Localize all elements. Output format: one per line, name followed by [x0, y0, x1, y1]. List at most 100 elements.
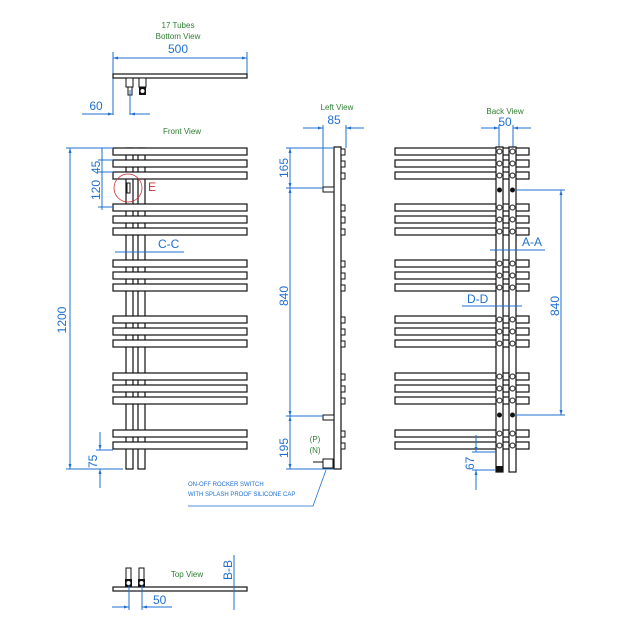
back-pipe-right — [508, 146, 517, 473]
note-line-1: ON-OFF ROCKER SWITCH — [188, 482, 264, 488]
back-hole — [496, 272, 503, 279]
back-tube — [394, 215, 530, 224]
back-hole — [509, 284, 516, 291]
left-tube-end — [340, 340, 346, 348]
back-view-label: Back View — [486, 107, 523, 116]
back-hole — [496, 216, 503, 223]
bottom-valve-hole — [140, 89, 145, 93]
bottom-view: 17 Tubes Bottom View 500 60 — [82, 21, 248, 116]
back-hole — [509, 204, 516, 211]
back-hole — [496, 430, 503, 437]
back-tube — [394, 372, 530, 381]
back-tube — [394, 339, 530, 348]
back-tube — [394, 159, 530, 168]
bottom-bar — [112, 73, 248, 79]
back-hole — [496, 260, 503, 267]
left-tube-end — [340, 373, 346, 381]
back-hole — [496, 373, 503, 380]
switch-icon — [126, 182, 131, 194]
back-hole — [509, 430, 516, 437]
bottom-width-dim: 500 — [168, 42, 188, 56]
back-tube — [394, 441, 530, 450]
front-tube — [112, 203, 248, 212]
back-hole — [509, 260, 516, 267]
note-line-2: WITH SPLASH PROOF SILICONE CAP — [188, 492, 295, 498]
left-tube-end — [340, 272, 346, 280]
back-hole — [496, 148, 503, 155]
back-hole — [496, 228, 503, 235]
left-tube-end — [340, 216, 346, 224]
front-tube — [112, 215, 248, 224]
front-height-dim: 1200 — [55, 306, 69, 333]
front-view: Front View 1200 45 120 E C-C 75 — [55, 127, 248, 488]
left-tube-end — [340, 148, 346, 156]
top-valve-hole — [126, 581, 131, 585]
section-bb-label: B-B — [221, 560, 235, 580]
front-tube — [112, 339, 248, 348]
left-view-label: Left View — [321, 103, 354, 112]
back-bottom-dim: 67 — [463, 456, 477, 470]
front-tube — [112, 429, 248, 438]
front-tube — [112, 396, 248, 405]
left-tube-end — [340, 172, 346, 180]
left-tube-end — [340, 160, 346, 168]
back-hole — [509, 340, 516, 347]
neutral-label: (N) — [309, 446, 320, 455]
back-tube — [394, 259, 530, 268]
back-hole — [496, 204, 503, 211]
front-tube — [112, 327, 248, 336]
switch-box — [322, 458, 334, 469]
back-pipe-cap — [496, 466, 503, 472]
back-hole — [509, 216, 516, 223]
front-gap-dim-45: 45 — [89, 160, 103, 174]
front-tube — [112, 171, 248, 180]
back-tube — [394, 384, 530, 393]
bottom-offset-dim: 60 — [89, 99, 103, 113]
back-hole — [509, 148, 516, 155]
front-tube — [112, 441, 248, 450]
top-valve-hole — [139, 581, 144, 585]
note-leader — [188, 469, 327, 507]
back-hole — [509, 373, 516, 380]
back-hole — [496, 284, 503, 291]
front-pipe-left — [125, 147, 134, 470]
back-hole — [509, 385, 516, 392]
back-hole — [509, 160, 516, 167]
left-tube-end — [340, 442, 346, 450]
back-tube — [394, 203, 530, 212]
front-tube — [112, 147, 248, 156]
back-hole — [496, 397, 503, 404]
front-bottom-dim: 75 — [86, 454, 100, 468]
detail-e-circle — [113, 173, 143, 203]
phase-label: (P) — [310, 435, 321, 444]
bottom-view-label-2: Bottom View — [156, 32, 201, 41]
left-bracket-top — [322, 186, 335, 193]
back-hole — [496, 442, 503, 449]
left-tube-end — [340, 385, 346, 393]
bracket-hole — [510, 187, 515, 193]
back-tube — [394, 147, 530, 156]
back-tube — [394, 227, 530, 236]
left-tube-end — [340, 430, 346, 438]
back-tube — [394, 315, 530, 324]
front-tube — [112, 315, 248, 324]
front-tube — [112, 384, 248, 393]
top-valve — [138, 567, 145, 581]
back-hole — [509, 172, 516, 179]
back-hole — [496, 172, 503, 179]
front-tube — [112, 227, 248, 236]
back-hole — [496, 316, 503, 323]
left-tube-end — [340, 328, 346, 336]
left-tube-end — [340, 397, 346, 405]
back-tube — [394, 396, 530, 405]
back-hole — [509, 328, 516, 335]
left-tube-end — [340, 316, 346, 324]
front-tube — [112, 283, 248, 292]
top-valve — [125, 567, 132, 581]
back-view: Back View 50 840 A-A D-D 67 — [394, 107, 565, 490]
back-hole — [509, 397, 516, 404]
left-mid-dim: 840 — [277, 286, 291, 306]
left-bracket-bottom — [322, 414, 335, 421]
section-cc-label: C-C — [158, 237, 180, 251]
back-hole — [496, 385, 503, 392]
